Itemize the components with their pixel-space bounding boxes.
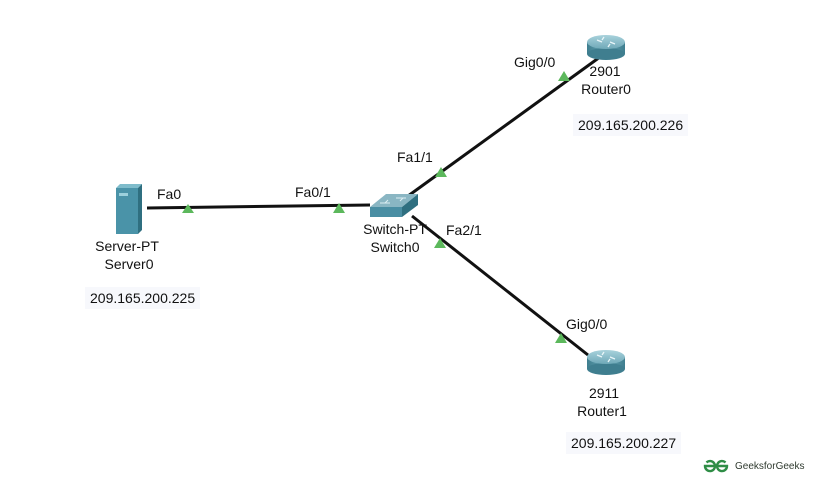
device-name-server: Server0 xyxy=(104,256,154,272)
router-icon[interactable] xyxy=(587,35,625,60)
device-model-server: Server-PT xyxy=(95,238,159,254)
port-label-server-fa0: Fa0 xyxy=(157,186,182,202)
link-status-up-icon xyxy=(555,333,567,343)
device-name-switch: Switch0 xyxy=(370,239,420,255)
device-model-switch: Switch-PT xyxy=(363,221,427,237)
ip-note-server: 209.165.200.225 xyxy=(85,287,201,309)
link-status-up-icon xyxy=(434,238,446,248)
link-status-up-icon xyxy=(558,71,570,81)
port-label-switch-fa1-1: Fa1/1 xyxy=(397,149,433,165)
link-status-up-icon xyxy=(435,167,447,177)
device-name-router0: Router0 xyxy=(581,81,631,97)
link-status-up-icon xyxy=(182,204,194,213)
port-label-switch-fa2-1: Fa2/1 xyxy=(446,222,482,238)
link-switch-router1[interactable] xyxy=(411,214,589,357)
link-server-switch[interactable] xyxy=(146,203,371,210)
device-model-router1: 2911 xyxy=(588,385,620,401)
port-label-router1-gig0-0: Gig0/0 xyxy=(566,316,608,332)
router-icon[interactable] xyxy=(587,350,625,375)
ip-note-router0: 209.165.200.226 xyxy=(573,114,689,136)
geeksforgeeks-logo-icon xyxy=(703,459,729,473)
server-icon[interactable] xyxy=(116,184,142,234)
switch-icon[interactable] xyxy=(370,194,418,217)
device-name-router1: Router1 xyxy=(577,403,627,419)
link-status-up-icon xyxy=(333,203,345,213)
port-label-router0-gig0-0: Gig0/0 xyxy=(514,54,556,70)
device-model-router0: 2901 xyxy=(589,63,621,79)
watermark-text: GeeksforGeeks xyxy=(735,460,805,472)
watermark: GeeksforGeeks xyxy=(703,459,804,473)
ip-note-router1: 209.165.200.227 xyxy=(566,432,682,454)
port-label-switch-fa0-1: Fa0/1 xyxy=(295,184,331,200)
